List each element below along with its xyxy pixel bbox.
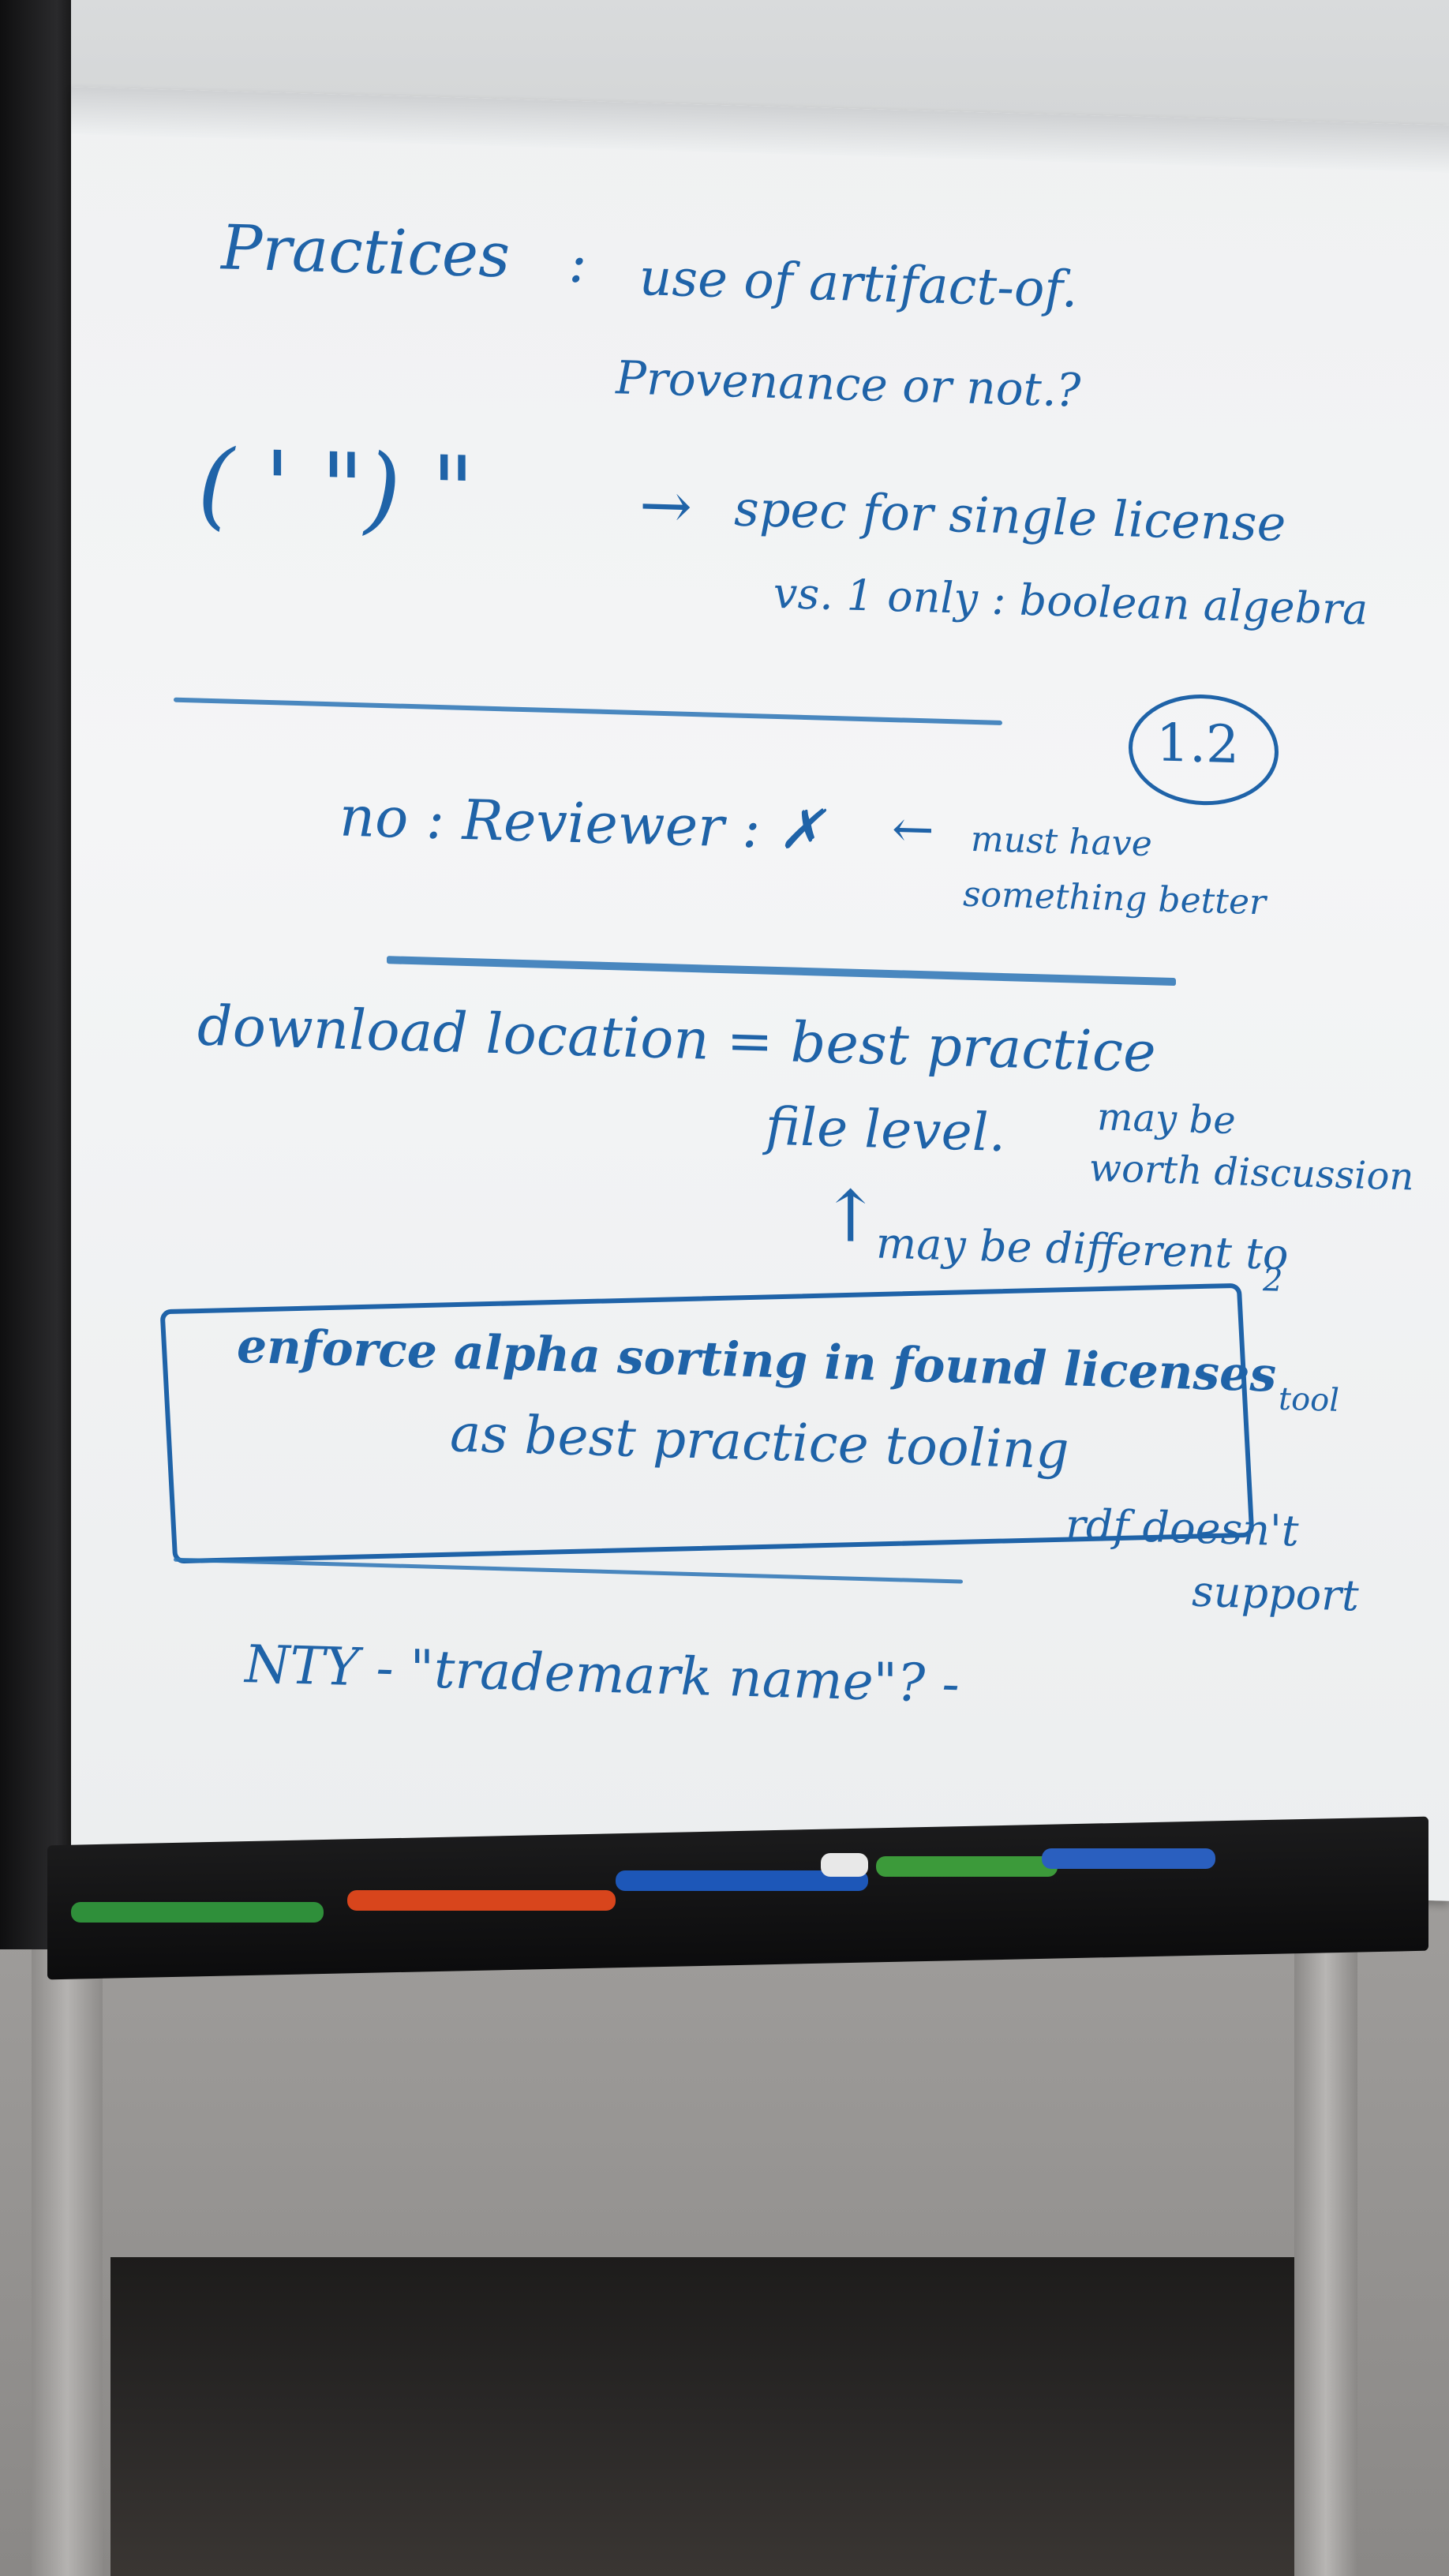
line3-text: spec for single license [734, 479, 1286, 552]
line4-text: vs. 1 only : boolean algebra [773, 567, 1368, 635]
line7-note-1: may be [1097, 1095, 1236, 1144]
line6-text: download location = best practice [197, 993, 1156, 1085]
marker-cap[interactable] [821, 1853, 868, 1877]
dark-shelf [110, 2257, 1294, 2576]
side-note-3: tool [1279, 1380, 1340, 1419]
line7-note-2: worth discussion [1089, 1146, 1414, 1200]
line7-text: file level. [766, 1095, 1005, 1164]
line8-sup: 2 [1263, 1262, 1283, 1299]
divider-2 [387, 956, 1176, 987]
side-note-2: support [1192, 1566, 1359, 1621]
line2-text: Provenance or not.? [616, 350, 1081, 417]
line1-label: Practices [221, 212, 511, 292]
easel-leg-right [1294, 1894, 1357, 2576]
blue-marker-2[interactable] [1042, 1848, 1215, 1869]
line1-colon: : [568, 230, 587, 296]
version-label: 1.2 [1156, 712, 1239, 776]
line5-note-2: something better [963, 874, 1267, 923]
orange-marker[interactable] [347, 1890, 616, 1911]
line3-parens: ( ' ") " [197, 429, 475, 548]
line9-text: NTY - "trademark name"? - [245, 1634, 960, 1715]
flipchart-paper: Practices : use of artifact-of. Provenan… [71, 87, 1449, 1901]
divider-1 [174, 697, 1002, 725]
line5-text: no : Reviewer : ✗ [339, 784, 825, 863]
divider-3 [174, 1557, 963, 1584]
easel-frame-left [0, 0, 71, 1949]
side-note-1: rdf doesn't [1065, 1500, 1299, 1556]
easel-leg-left [32, 1949, 103, 2576]
line5-arrow: ← [892, 800, 934, 860]
line8-text: may be different to [876, 1218, 1289, 1280]
green-marker[interactable] [71, 1902, 324, 1923]
line5-note-1: must have [971, 818, 1152, 865]
line1-text: use of artifact-of. [639, 249, 1078, 320]
green-marker-2[interactable] [876, 1856, 1058, 1877]
line3-arrow: → [639, 468, 693, 543]
line8-arrow: ↑ [821, 1174, 881, 1260]
